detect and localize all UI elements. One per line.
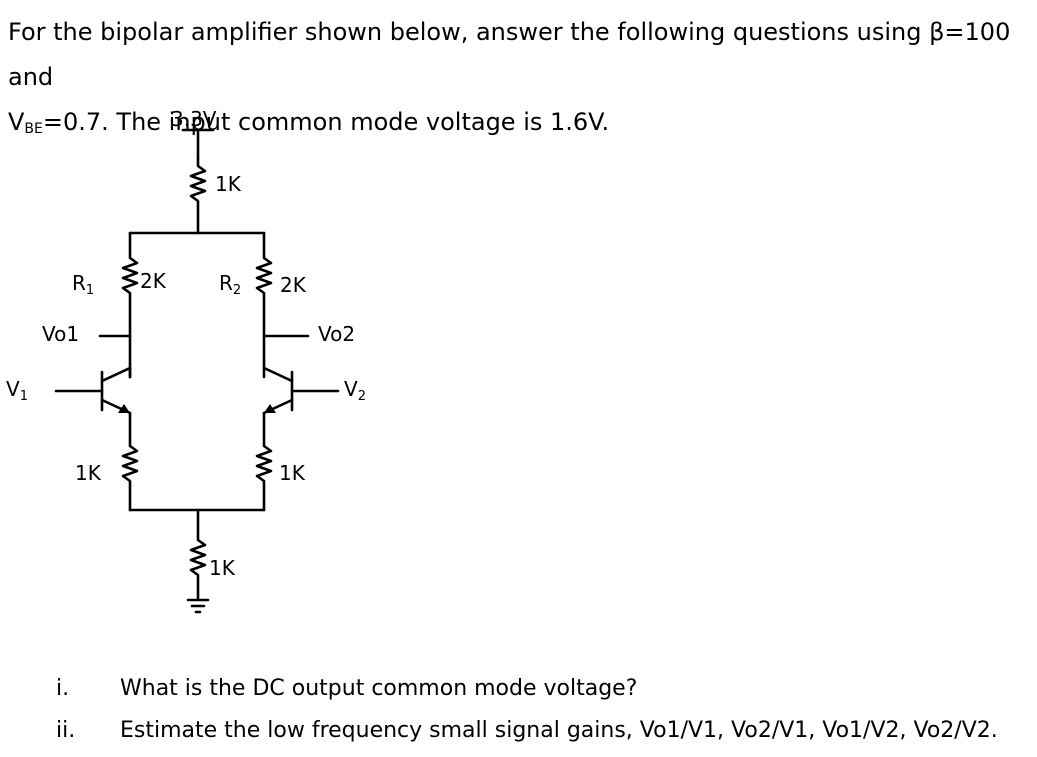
top-resistor [189, 156, 207, 235]
r1-resistor [121, 231, 139, 379]
tail-resistor-label: 1K [209, 556, 236, 580]
r1-label: R1 [72, 271, 94, 298]
r2-value-label: 2K [280, 273, 307, 297]
re1-label: 1K [75, 461, 102, 485]
transistor-q1 [100, 366, 132, 415]
r1-value-label: 2K [140, 269, 167, 293]
question-text: Estimate the low frequency small signal … [120, 718, 998, 743]
re1-resistor [121, 411, 139, 512]
top-resistor-label: 1K [215, 172, 242, 196]
question-number: i. [56, 676, 70, 701]
problem-statement: For the bipolar amplifier shown below, a… [8, 10, 1028, 145]
supply-label: 3.3V [171, 107, 217, 131]
re2-label: 1K [279, 461, 306, 485]
tail-resistor [189, 508, 207, 600]
supply-rail [181, 128, 215, 160]
v1-label: V1 [6, 377, 28, 404]
r2-resistor [255, 231, 273, 379]
transistor-q2 [262, 366, 294, 415]
v2-label: V2 [344, 377, 366, 404]
bipolar-amplifier-schematic: 3.3V 1K R1 2K R2 2K Vo1 Vo2 V1 V2 1K 1K … [6, 107, 366, 614]
re2-resistor [255, 411, 273, 512]
ground-icon [186, 598, 210, 614]
vo1-label: Vo1 [42, 322, 79, 346]
vo2-label: Vo2 [318, 322, 355, 346]
prompt-line-1: For the bipolar amplifier shown below, a… [8, 18, 1011, 91]
prompt-line-2: VBE=0.7. The input common mode voltage i… [8, 108, 610, 137]
question-text: What is the DC output common mode voltag… [120, 676, 638, 701]
r2-label: R2 [219, 271, 241, 298]
question-number: ii. [56, 718, 76, 743]
